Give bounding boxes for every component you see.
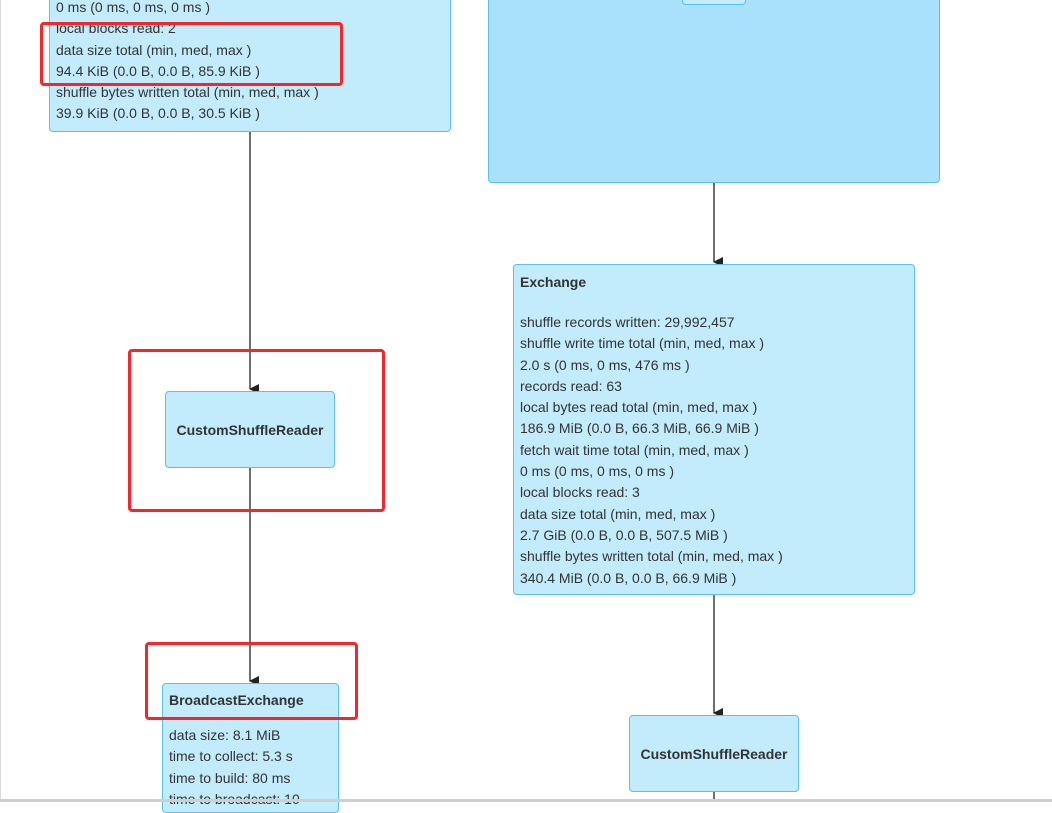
right-cluster-inner-node[interactable] [682, 0, 746, 5]
metric-line: local blocks read: 3 [520, 484, 640, 501]
metric-line: shuffle bytes written total (min, med, m… [56, 84, 319, 101]
metric-line: 39.9 KiB (0.0 B, 0.0 B, 30.5 KiB ) [56, 105, 260, 122]
metric-line: 94.4 KiB (0.0 B, 0.0 B, 85.9 KiB ) [56, 62, 260, 79]
metric-line: local bytes read total (min, med, max ) [520, 399, 758, 416]
exchange-metrics: shuffle records written: 29,992,457 shuff… [520, 312, 908, 589]
highlight-broadcast-exchange [145, 642, 358, 720]
metric-line: fetch wait time total (min, med, max ) [520, 441, 749, 458]
metric-line: 0 ms (0 ms, 0 ms, 0 ms ) [520, 463, 675, 480]
exchange-node[interactable]: Exchange shuffle records written: 29,992… [513, 264, 915, 595]
highlight-custom-shuffle-reader [128, 349, 385, 512]
metric-line: data size total (min, med, max ) [56, 41, 252, 58]
metric-line: 340.4 MiB (0.0 B, 0.0 B, 66.9 MiB ) [520, 569, 737, 586]
custom-shuffle-reader-right-title: CustomShuffleReader [640, 745, 788, 762]
metric-line: records read: 63 [520, 377, 622, 394]
metric-line: shuffle write time total (min, med, max … [520, 335, 765, 352]
custom-shuffle-reader-right[interactable]: CustomShuffleReader [629, 715, 799, 792]
metric-line: time to collect: 5.3 s [169, 748, 293, 765]
metric-line: 0 ms (0 ms, 0 ms, 0 ms ) [56, 0, 211, 15]
metric-line: data size total (min, med, max ) [520, 505, 716, 522]
right-cluster-node[interactable] [488, 0, 940, 183]
custom-shuffle-reader-left[interactable]: CustomShuffleReader [165, 391, 335, 468]
metric-line: data size: 8.1 MiB [169, 727, 281, 743]
highlight-data-size-total [40, 22, 343, 86]
metric-line: 2.0 s (0 ms, 0 ms, 476 ms ) [520, 356, 690, 373]
metric-line: 186.9 MiB (0.0 B, 66.3 MiB, 66.9 MiB ) [520, 420, 759, 437]
metric-line: 2.7 GiB (0.0 B, 0.0 B, 507.5 MiB ) [520, 526, 728, 543]
custom-shuffle-reader-left-title: CustomShuffleReader [176, 421, 324, 438]
metric-line: time to build: 80 ms [169, 769, 291, 786]
bottom-border [0, 799, 1052, 802]
metric-line: shuffle bytes written total (min, med, m… [520, 548, 783, 565]
exchange-title: Exchange [520, 274, 587, 290]
left-border [0, 0, 1, 802]
metric-line: shuffle records written: 29,992,457 [520, 314, 735, 330]
broadcast-exchange-metrics: data size: 8.1 MiB time to collect: 5.3 s… [169, 725, 332, 810]
broadcast-exchange-title: BroadcastExchange [169, 692, 304, 708]
left-top-metrics: 0 ms (0 ms, 0 ms, 0 ms )local blocks rea… [56, 0, 444, 125]
